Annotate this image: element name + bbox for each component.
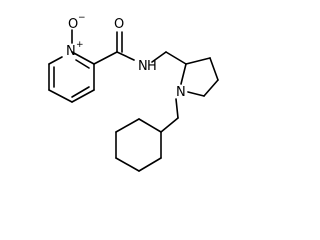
bond-ch3-ch4 — [115, 157, 140, 172]
bond-ch2-ch3 — [138, 157, 162, 172]
methylene-linker — [165, 51, 187, 65]
bond-pc3-pc4 — [209, 57, 219, 81]
bond-ch2-cyclohexyl — [160, 117, 179, 133]
bond-c2-n1-inner — [75, 59, 90, 69]
amide-group — [93, 31, 167, 65]
bond-ch5-ch6 — [115, 118, 140, 133]
pyridine-n-oxide-ring — [48, 29, 95, 103]
atom-oxide-oxygen: O — [68, 17, 78, 32]
charge-pyridine-nitrogen: + — [76, 40, 84, 50]
bond-c2-carbonyl — [93, 51, 118, 65]
atom-amide-nitrogen: N — [138, 59, 148, 74]
bond-n-ch2 — [175, 98, 179, 119]
chemical-structure-diagram: O − N + O N H N — [48, 13, 219, 172]
bond-pc4-pc5 — [203, 79, 219, 97]
atom-carbonyl-oxygen: O — [114, 17, 124, 32]
bond-ch6-ch1 — [138, 118, 162, 133]
bond-c6-n1 — [48, 56, 63, 65]
bond-n-pc2 — [180, 63, 187, 85]
bond-pc2-pc3 — [185, 57, 211, 65]
bond-c4-c5 — [48, 89, 73, 103]
bond-carbonyl-nh — [116, 51, 135, 61]
cyclohexane-ring — [115, 118, 162, 172]
bond-nh-ch2 — [151, 51, 167, 63]
atom-amide-hydrogen: H — [147, 59, 157, 74]
bond-c3-c4-inner — [71, 86, 90, 98]
atom-pyridine-nitrogen: N — [66, 44, 76, 59]
bond-pc5-n — [187, 91, 205, 97]
charge-oxide-oxygen: − — [78, 13, 86, 23]
bond-c3-c4 — [71, 89, 95, 103]
pyrrolidine-ring — [180, 57, 219, 97]
cyclohexylmethyl-group — [160, 98, 179, 133]
bond-n1-c2 — [71, 51, 95, 65]
atom-pyrrolidine-nitrogen: N — [176, 85, 186, 100]
bond-ch2-pyrrolidine — [165, 51, 187, 65]
